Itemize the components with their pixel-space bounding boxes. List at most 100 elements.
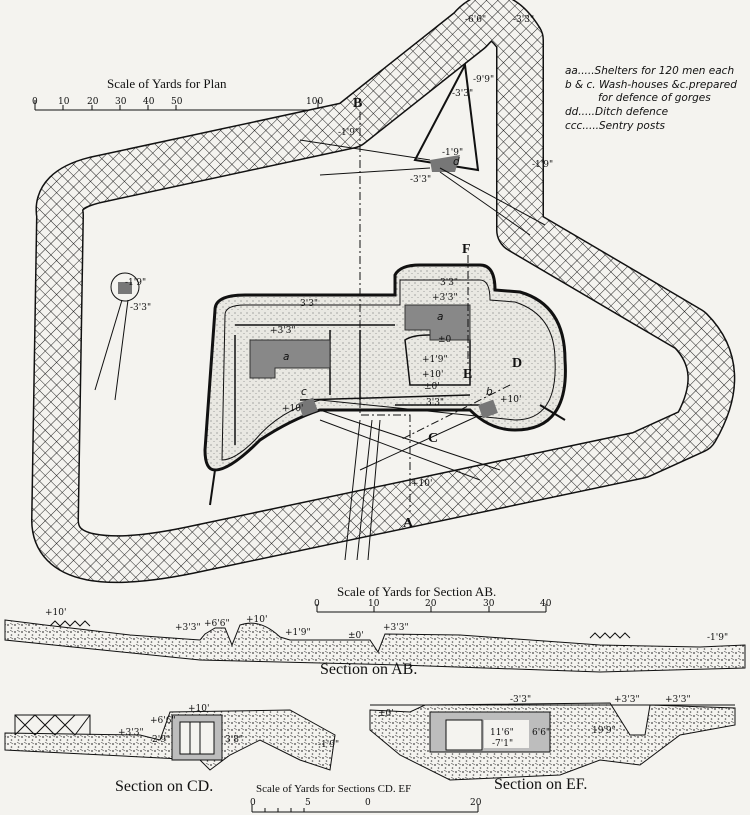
elev-label: -3'3" <box>410 175 431 185</box>
legend-gorges: for defence of gorges <box>598 92 711 104</box>
washhouse-c <box>298 397 318 417</box>
elev-label: ±0' <box>424 382 440 392</box>
elev-label: ±0 <box>438 335 452 345</box>
elev-label: 2'9" <box>152 735 170 745</box>
section-letter-a: A <box>403 516 414 531</box>
plan-scale-tick: 0 <box>32 97 38 107</box>
section-letter-f: F <box>462 242 471 257</box>
label-c: c <box>301 386 307 398</box>
section-cd-profile: +10' +6'6" +3'3" 2'9" 3'8" -1'9" Section… <box>4 704 339 795</box>
legend-ditch-defence: dd.....Ditch defence <box>565 106 668 118</box>
elev-label: +10' <box>500 395 521 405</box>
section-cdef-scale-title: Scale of Yards for Sections CD. EF <box>256 783 411 795</box>
label-shelter-a: a <box>283 351 289 363</box>
scale-tick: 40 <box>540 599 552 609</box>
elev-label: +6'6" <box>204 619 230 629</box>
elev-label: +10' <box>411 479 432 489</box>
shelter-a-right <box>404 304 471 341</box>
elev-label: +10' <box>282 404 303 414</box>
elev-label: ±0' <box>378 709 394 719</box>
plan-scale-tick: 40 <box>143 97 155 107</box>
elev-label: -1'9" <box>532 160 553 170</box>
elev-label: +3'3" <box>665 695 691 705</box>
elev-label: 3'3" <box>426 398 444 408</box>
elev-label: +3'3" <box>383 623 409 633</box>
plan-scale-title: Scale of Yards for Plan <box>107 76 227 91</box>
elev-label: -6'6" <box>465 15 486 25</box>
elev-label: -3'3" <box>510 695 531 705</box>
elev-label: -1'9" <box>318 740 339 750</box>
plan-scale-tick: 20 <box>87 97 99 107</box>
plan-labels: a a b c d -3'3" -6'6" -9'9" -3'3" -1'9" … <box>125 15 553 489</box>
shelter-a-left <box>249 339 331 379</box>
scale-tick: 20 <box>425 599 437 609</box>
elev-label: +6'6" <box>150 716 176 726</box>
section-ab-caption: Section on AB. <box>320 661 417 678</box>
elev-label: +10' <box>422 370 443 380</box>
scale-tick: 5 <box>305 798 311 808</box>
legend-wash-houses: b & c. Wash-houses &c.prepared <box>565 79 737 91</box>
elev-label: +10' <box>45 608 66 618</box>
elev-label: -9'9" <box>473 75 494 85</box>
section-cdef-scale: Scale of Yards for Sections CD. EF 0 5 0… <box>250 783 482 813</box>
elev-label: -3'3" <box>452 89 473 99</box>
elev-label: -3'3" <box>130 303 151 313</box>
elev-label: 3'3" <box>300 299 318 309</box>
plan-scale-tick: 50 <box>171 97 183 107</box>
elev-label: -7'1" <box>492 739 513 749</box>
fort <box>203 263 567 561</box>
elev-label: +3'3" <box>270 326 296 336</box>
elev-label: 3'3" <box>440 278 458 288</box>
elev-label: +3'3" <box>432 293 458 303</box>
section-lines <box>359 112 511 512</box>
elev-label: +3'3" <box>175 623 201 633</box>
washhouse-b <box>478 399 498 419</box>
elev-label: +10' <box>246 615 267 625</box>
scale-tick: 0 <box>365 798 371 808</box>
elev-label: +10' <box>188 704 209 714</box>
plan-scale-tick: 30 <box>115 97 127 107</box>
section-cd-caption: Section on CD. <box>115 778 213 795</box>
elev-label: -1'9" <box>125 278 146 288</box>
elev-label: 6'6" <box>532 728 550 738</box>
elev-label: 11'6" <box>490 728 514 738</box>
scale-tick: 0 <box>314 599 320 609</box>
elev-label: +1'9" <box>285 628 311 638</box>
legend-sentry-posts: ccc.....Sentry posts <box>565 120 665 132</box>
legend-shelters: aa.....Shelters for 120 men each <box>565 65 734 77</box>
legend: aa.....Shelters for 120 men each b & c. … <box>565 65 737 132</box>
elev-label: -3'3" <box>513 15 534 25</box>
label-shelter-a: a <box>437 311 443 323</box>
elev-label: ±0' <box>348 631 364 641</box>
section-ab-scale-title: Scale of Yards for Section AB. <box>337 584 496 599</box>
outer-ditch <box>31 0 736 584</box>
elev-label: 19'9" <box>592 726 616 736</box>
elev-label: -1'9" <box>707 633 728 643</box>
elev-label: -1'9" <box>338 128 359 138</box>
scale-tick: 10 <box>368 599 380 609</box>
elev-label: -1'9" <box>442 148 463 158</box>
scale-tick: 30 <box>483 599 495 609</box>
label-d: d <box>453 156 460 168</box>
elev-label: 3'8" <box>225 735 243 745</box>
section-letter-c: C <box>428 431 438 446</box>
section-ab-scale: Scale of Yards for Section AB. 0 10 20 3… <box>314 584 552 613</box>
section-letter-b: B <box>353 96 362 111</box>
elev-label: +3'3" <box>614 695 640 705</box>
elev-label: +3'3" <box>118 728 144 738</box>
label-b: b <box>486 386 493 398</box>
ditch-defence-left <box>118 282 132 294</box>
section-ef-caption: Section on EF. <box>494 776 587 793</box>
ditch-defence-d <box>430 155 460 172</box>
elev-label: +1'9" <box>422 355 448 365</box>
section-ab-profile: +10' +3'3" +6'6" +10' +1'9" ±0' +3'3" -1… <box>4 608 746 678</box>
section-letter-d: D <box>512 356 522 371</box>
section-letter-e: E <box>463 367 472 382</box>
flanking-fire-lines <box>94 139 546 481</box>
plan-scale-tick: 100 <box>306 97 323 107</box>
section-ef-profile: ±0' -3'3" +3'3" +3'3" 11'6" -7'1" 6'6" 1… <box>369 695 736 793</box>
scale-tick: 20 <box>470 798 482 808</box>
plan-scale: Scale of Yards for Plan 0 10 20 30 40 50… <box>32 76 323 111</box>
plan-scale-tick: 10 <box>58 97 70 107</box>
